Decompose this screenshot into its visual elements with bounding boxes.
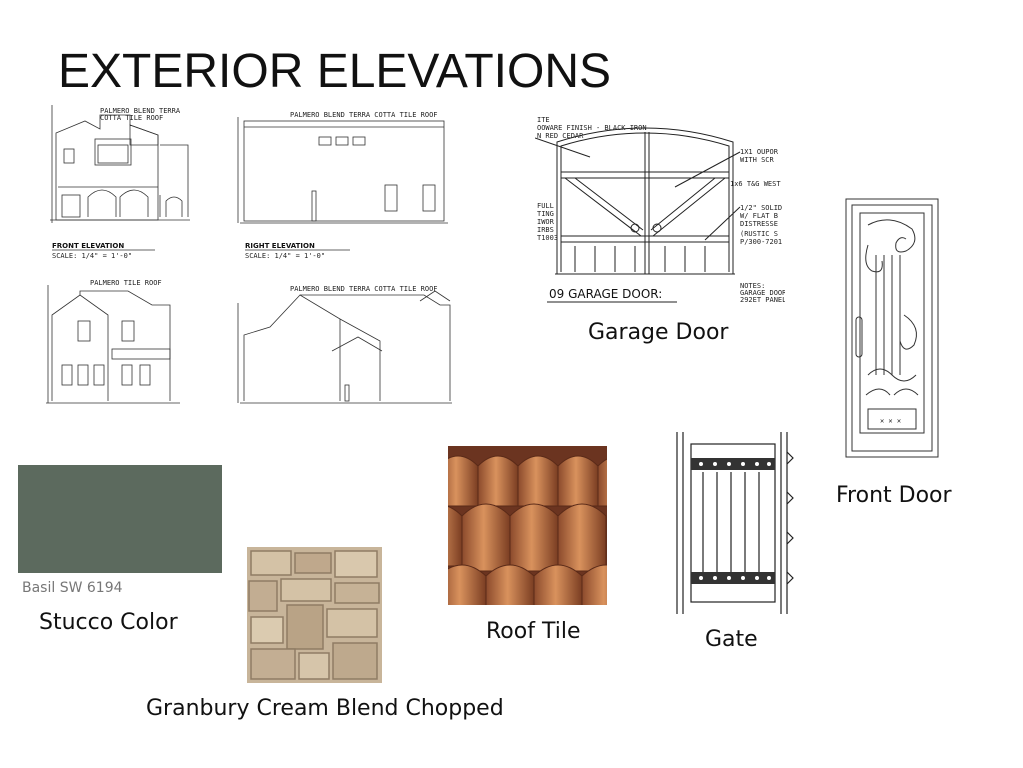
svg-text:1X1 OUPOR: 1X1 OUPOR [740,148,779,156]
svg-text:292ET PANEL BOTH 3/4": 292ET PANEL BOTH 3/4" [740,296,785,304]
svg-text:(RUSTIC S: (RUSTIC S [740,230,778,238]
svg-text:NOTES:: NOTES: [740,282,765,290]
gate-caption: Gate [705,627,758,652]
gate-drawing [676,432,794,614]
roof-tile-image [448,446,607,605]
svg-text:IWOR: IWOR [537,218,555,226]
svg-text:P/300-7201: P/300-7201 [740,238,782,246]
svg-text:✕ ✕ ✕: ✕ ✕ ✕ [880,417,901,425]
stone-texture-image [247,547,382,683]
left-elevation-drawing [237,290,452,404]
svg-text:SCALE: 1/4" = 1'-0": SCALE: 1/4" = 1'-0" [245,252,325,260]
svg-text:PALMERO BLEND TERRA COTTA TILE: PALMERO BLEND TERRA COTTA TILE ROOF [290,285,438,293]
svg-text:PALMERO TILE ROOF: PALMERO TILE ROOF [90,279,162,287]
front-door-caption: Front Door [836,483,952,508]
garage-door-drawing: ITE OOWARE FINISH - BLACK IRON N RED CED… [535,116,785,304]
svg-text:PALMERO BLEND TERRA COTTA TILE: PALMERO BLEND TERRA COTTA TILE ROOF [290,111,438,119]
svg-text:TING: TING [537,210,554,218]
svg-text:COTTA TILE ROOF: COTTA TILE ROOF [100,114,163,122]
svg-text:IRBS: IRBS [537,226,554,234]
elevation-drawings: PALMERO BLEND TERRA COTTA TILE ROOF PALM… [46,105,452,404]
stucco-swatch-label: Basil SW 6194 [22,580,123,596]
svg-text:PALMERO BLEND TERRA: PALMERO BLEND TERRA [100,107,181,115]
slide-title: EXTERIOR ELEVATIONS [58,45,612,98]
svg-text:1x6 T&G WEST: 1x6 T&G WEST [730,180,781,188]
svg-text:SCALE: 1/4" = 1'-0": SCALE: 1/4" = 1'-0" [52,252,132,260]
rear-elevation-drawing [46,285,180,404]
right-elevation-label: RIGHT ELEVATION [245,242,315,250]
garage-door-caption: Garage Door [588,320,729,345]
svg-text:W/ FLAT B: W/ FLAT B [740,212,778,220]
front-elevation-label: FRONT ELEVATION [52,242,124,250]
roof-tile-caption: Roof Tile [486,619,581,644]
svg-text:FULL: FULL [537,202,554,210]
svg-text:1/2" SOLID: 1/2" SOLID [740,204,782,212]
stone-caption: Granbury Cream Blend Chopped [146,696,504,721]
front-door-drawing: ✕ ✕ ✕ [845,198,939,458]
stucco-caption: Stucco Color [39,610,178,635]
svg-text:OOWARE FINISH - BLACK IRON: OOWARE FINISH - BLACK IRON [537,124,647,132]
svg-text:WITH SCR: WITH SCR [740,156,775,164]
front-elevation-drawing [50,105,190,223]
svg-text:N RED CEDAR: N RED CEDAR [537,132,584,140]
right-elevation-drawing [237,117,448,224]
garage-door-drawing-label: 09 GARAGE DOOR: [549,287,662,301]
stucco-color-swatch [18,465,222,573]
svg-text:T1003: T1003 [537,234,558,242]
svg-text:GARAGE DOOR THICKNESS 2-: GARAGE DOOR THICKNESS 2- [740,289,785,297]
svg-text:ITE: ITE [537,116,550,124]
svg-text:DISTRESSE: DISTRESSE [740,220,778,228]
